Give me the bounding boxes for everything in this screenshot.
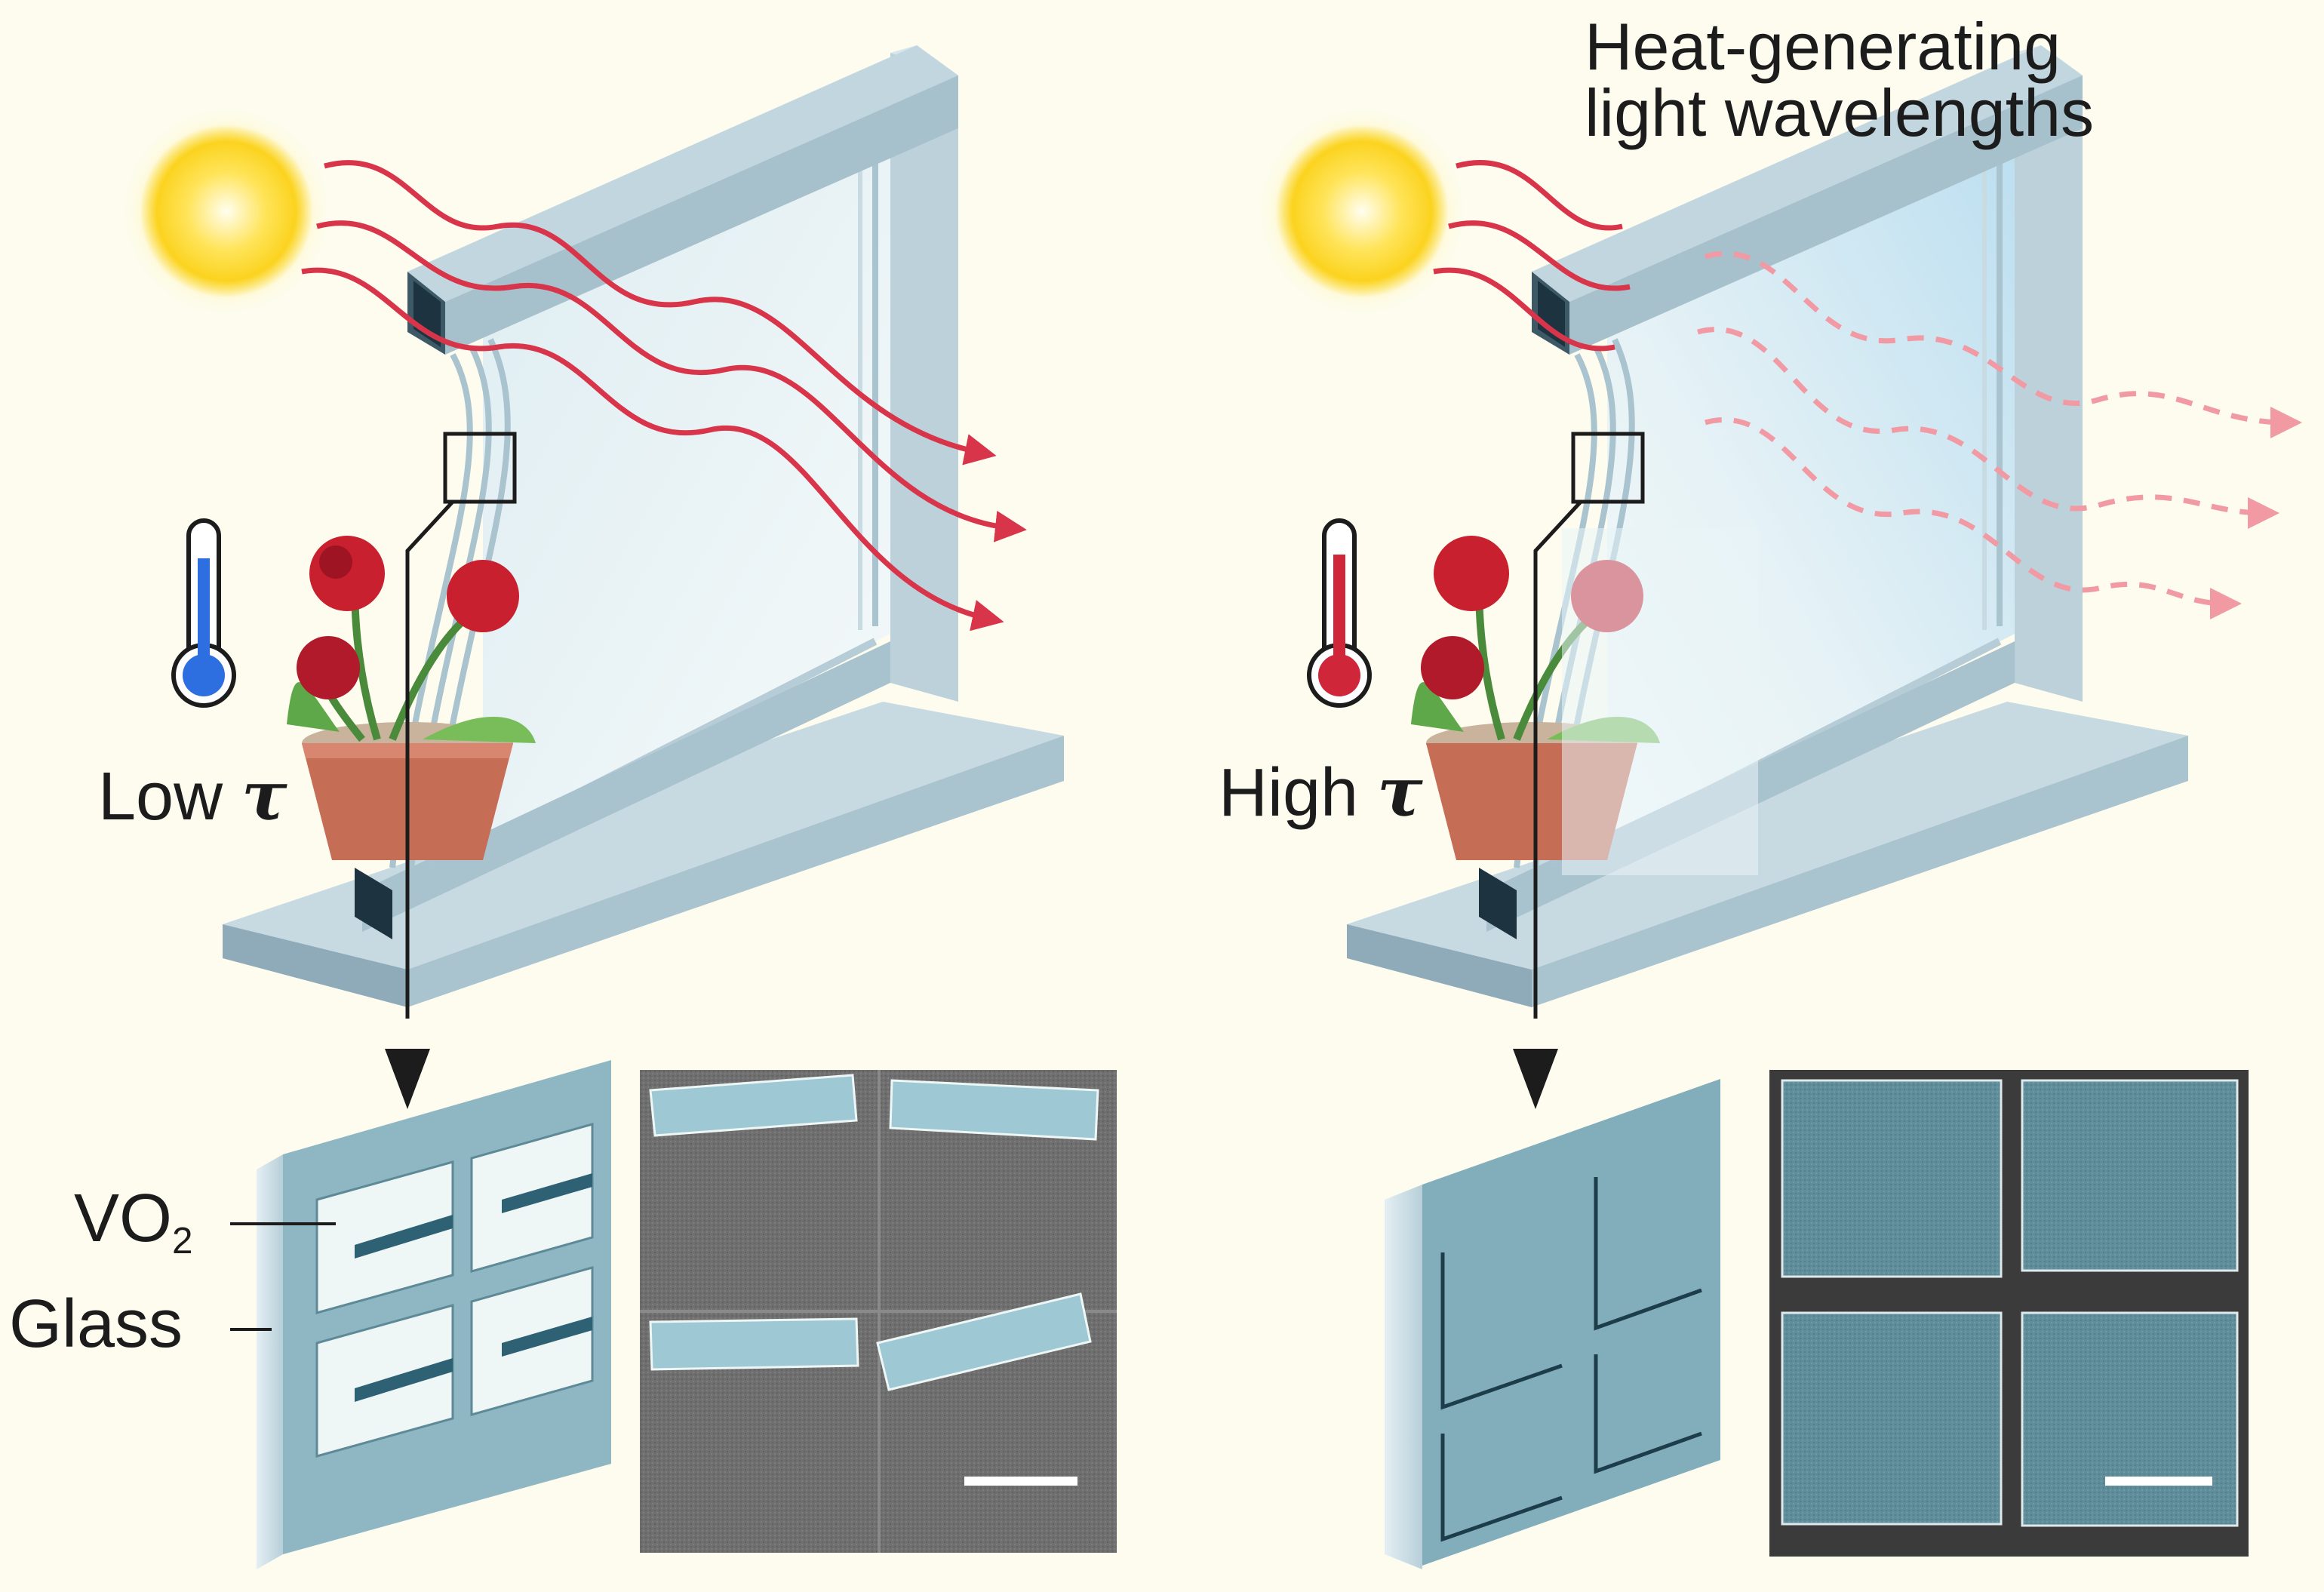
left-window-sill (223, 702, 1064, 1007)
left-window-top-beam (407, 45, 958, 355)
left-window-scene (223, 45, 1064, 1007)
tau-symbol: τ (1377, 752, 1423, 832)
high-tau-label: High τ (1219, 758, 1423, 827)
glass-layer-label: Glass (9, 1290, 183, 1358)
arrow-down-icon (385, 1049, 430, 1109)
left-vo2-film-schematic (230, 1060, 611, 1569)
arrow-down-icon (1513, 1049, 1558, 1109)
sun-icon (1256, 106, 1468, 317)
right-zoom-callout (1513, 432, 1645, 1109)
right-vo2-film-schematic (1385, 1079, 1720, 1569)
heat-caption-line1: Heat-generating (1585, 9, 2061, 84)
thermometer-cold-icon (171, 518, 236, 708)
flower-pot-icon (1411, 528, 1758, 875)
left-sem-image (640, 1070, 1117, 1553)
right-sem-image (1769, 1070, 2249, 1557)
sun-icon (121, 106, 332, 317)
vo2-subscript: 2 (172, 1219, 193, 1262)
glass-text: Glass (9, 1286, 183, 1362)
heat-caption: Heat-generating light wavelengths (1585, 14, 2094, 146)
high-state-text: High (1219, 755, 1378, 831)
flower-pot-icon (287, 536, 536, 860)
right-window-sill (1347, 702, 2188, 1007)
tau-symbol: τ (241, 756, 287, 836)
low-tau-label: Low τ (98, 762, 287, 831)
left-window-post (890, 53, 958, 702)
vo2-text: VO (74, 1181, 173, 1256)
scale-bar (2105, 1477, 2212, 1486)
thermometer-hot-icon (1307, 518, 1372, 708)
transmitted-light-rays (301, 159, 1027, 632)
incident-light-rays (1433, 159, 1631, 352)
heat-caption-line2: light wavelengths (1585, 75, 2095, 150)
right-window-scene (1347, 45, 2188, 1007)
blocked-light-rays (1697, 250, 2302, 619)
left-zoom-callout (385, 432, 517, 1109)
low-state-text: Low (98, 759, 242, 834)
scale-bar (964, 1477, 1077, 1486)
vo2-layer-label: VO2 (74, 1185, 193, 1259)
